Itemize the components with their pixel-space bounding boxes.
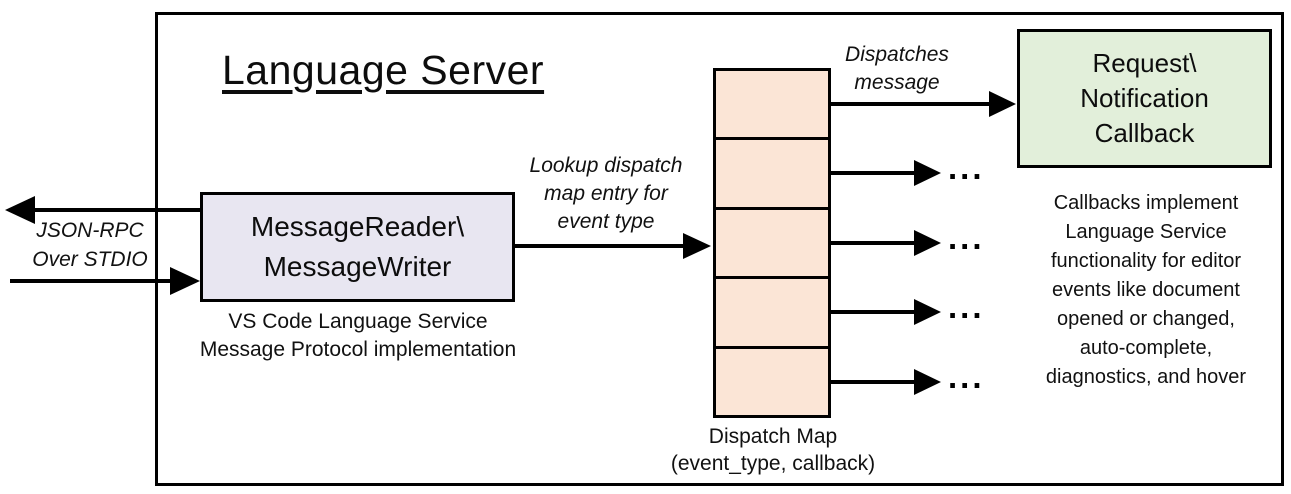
message-box-caption: VS Code Language Service Message Protoco… xyxy=(199,310,517,361)
dispatch-map-cell xyxy=(716,71,828,141)
dispatch-map xyxy=(713,68,831,418)
dispatch-map-cell xyxy=(716,279,828,349)
language-server-boundary-box xyxy=(155,12,1284,486)
dispatch-map-cell xyxy=(716,140,828,210)
callbacks-note: Callbacks implement Language Service fun… xyxy=(1045,192,1247,388)
dispatch-map-cell xyxy=(716,210,828,280)
dispatch-map-cell xyxy=(716,349,828,415)
ellipsis-row-2: ... xyxy=(948,149,985,186)
lookup-dispatch-label: Lookup dispatch map entry for event type xyxy=(529,154,683,233)
ellipsis-row-5: ... xyxy=(948,358,985,395)
dispatches-message-label: Dispatches message xyxy=(845,43,949,94)
message-reader-writer-box: MessageReader\ MessageWriter xyxy=(200,192,515,302)
json-rpc-stdio-label: JSON-RPC Over STDIO xyxy=(32,219,148,271)
request-notification-callback-box: Request\ Notification Callback xyxy=(1017,29,1272,168)
ellipsis-row-3: ... xyxy=(948,219,985,256)
dispatch-map-caption: Dispatch Map (event_type, callback) xyxy=(670,425,876,475)
diagram-title: Language Server xyxy=(222,47,545,93)
ellipsis-row-4: ... xyxy=(948,288,985,325)
